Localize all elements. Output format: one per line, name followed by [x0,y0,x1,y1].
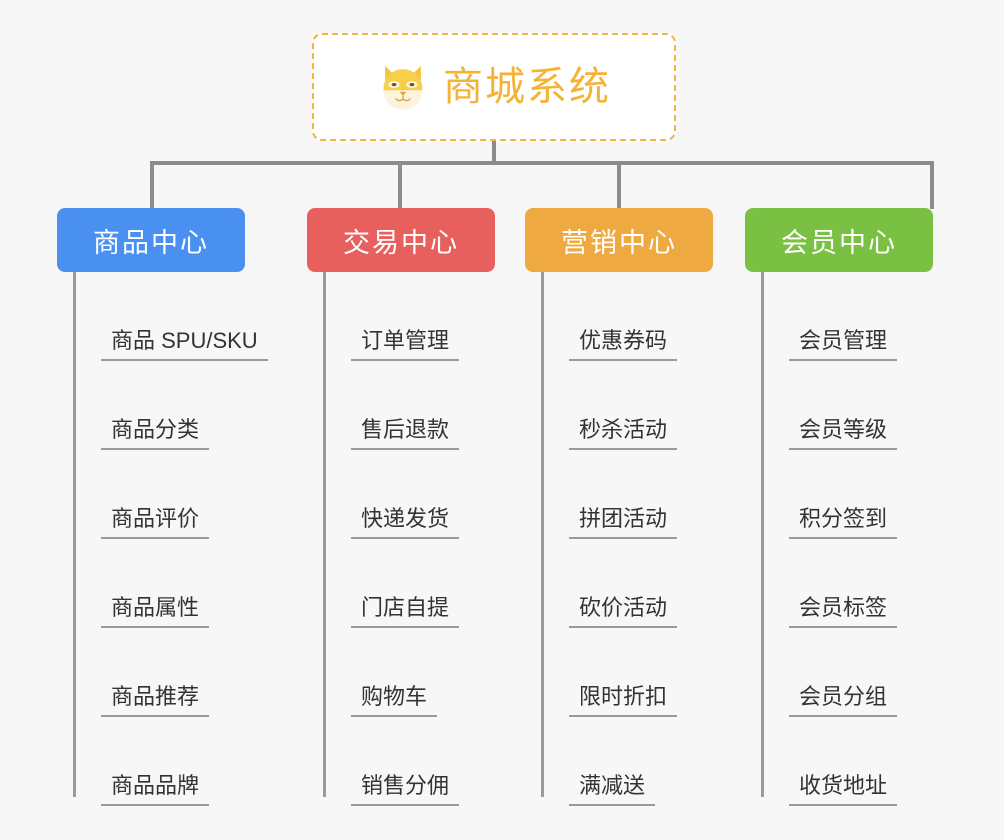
leaf-label: 门店自提 [351,595,460,628]
connector-horizontal-bus [150,161,934,165]
leaf-label: 会员等级 [789,417,898,450]
branch-trunk [541,272,544,797]
leaf-item[interactable]: 满减送 [541,717,781,806]
leaf-label: 商品属性 [101,595,210,628]
connector-drop-3 [617,161,621,209]
leaf-item[interactable]: 商品分类 [73,361,313,450]
branch-trade-center: 交易中心 订单管理 售后退款 快递发货 门店自提 购物车 销售分佣 [307,208,495,806]
leaf-list-member-center: 会员管理 会员等级 积分签到 会员标签 会员分组 收货地址 [761,272,1001,806]
leaf-item[interactable]: 商品推荐 [73,628,313,717]
leaf-label: 限时折扣 [569,684,678,717]
leaf-label: 销售分佣 [351,773,460,806]
leaf-label: 优惠券码 [569,328,678,361]
leaf-item[interactable]: 订单管理 [323,272,563,361]
branch-header-label: 会员中心 [781,227,897,258]
leaf-label: 积分签到 [789,506,898,539]
leaf-label: 会员标签 [789,595,898,628]
leaf-item[interactable]: 积分签到 [761,450,1001,539]
leaf-item[interactable]: 会员标签 [761,539,1001,628]
leaf-label: 售后退款 [351,417,460,450]
branch-header-product-center[interactable]: 商品中心 [57,208,245,272]
branch-header-label: 交易中心 [343,227,459,258]
leaf-item[interactable]: 优惠券码 [541,272,781,361]
connector-root-stem [492,141,496,165]
leaf-label: 会员管理 [789,328,898,361]
leaf-list-marketing-center: 优惠券码 秒杀活动 拼团活动 砍价活动 限时折扣 满减送 [541,272,781,806]
branch-trunk [323,272,326,797]
root-title: 商城系统 [443,65,611,109]
leaf-label: 商品品牌 [101,773,210,806]
leaf-item[interactable]: 商品属性 [73,539,313,628]
leaf-item[interactable]: 购物车 [323,628,563,717]
root-node[interactable]: 商城系统 [312,33,676,141]
connector-drop-4 [930,161,934,209]
leaf-item[interactable]: 拼团活动 [541,450,781,539]
leaf-item[interactable]: 秒杀活动 [541,361,781,450]
leaf-label: 砍价活动 [569,595,678,628]
leaf-item[interactable]: 快递发货 [323,450,563,539]
leaf-label: 商品评价 [101,506,210,539]
leaf-label: 商品分类 [101,417,210,450]
leaf-label: 会员分组 [789,684,898,717]
branch-product-center: 商品中心 商品 SPU/SKU 商品分类 商品评价 商品属性 商品推荐 商品品牌 [57,208,268,806]
leaf-label: 拼团活动 [569,506,678,539]
leaf-item[interactable]: 销售分佣 [323,717,563,806]
leaf-label: 秒杀活动 [569,417,678,450]
leaf-item[interactable]: 会员分组 [761,628,1001,717]
leaf-item[interactable]: 商品 SPU/SKU [73,272,313,361]
branch-header-trade-center[interactable]: 交易中心 [307,208,495,272]
branch-header-label: 商品中心 [93,227,209,258]
leaf-list-trade-center: 订单管理 售后退款 快递发货 门店自提 购物车 销售分佣 [323,272,563,806]
leaf-label: 订单管理 [351,328,460,361]
leaf-item[interactable]: 会员管理 [761,272,1001,361]
leaf-label: 快递发货 [351,506,460,539]
leaf-item[interactable]: 收货地址 [761,717,1001,806]
branch-member-center: 会员中心 会员管理 会员等级 积分签到 会员标签 会员分组 收货地址 [745,208,933,806]
branch-marketing-center: 营销中心 优惠券码 秒杀活动 拼团活动 砍价活动 限时折扣 满减送 [525,208,713,806]
branch-trunk [761,272,764,797]
leaf-label: 满减送 [569,773,656,806]
leaf-item[interactable]: 商品品牌 [73,717,313,806]
branch-header-label: 营销中心 [561,227,677,258]
leaf-label: 商品 SPU/SKU [101,328,268,361]
dog-face-emoji-icon [383,65,423,110]
leaf-item[interactable]: 会员等级 [761,361,1001,450]
connector-drop-2 [398,161,402,209]
leaf-label: 收货地址 [789,773,898,806]
leaf-item[interactable]: 商品评价 [73,450,313,539]
branch-trunk [73,272,76,797]
leaf-item[interactable]: 门店自提 [323,539,563,628]
branch-header-marketing-center[interactable]: 营销中心 [525,208,713,272]
leaf-item[interactable]: 砍价活动 [541,539,781,628]
leaf-label: 购物车 [351,684,438,717]
branch-header-member-center[interactable]: 会员中心 [745,208,933,272]
connector-drop-1 [150,161,154,209]
leaf-item[interactable]: 售后退款 [323,361,563,450]
leaf-list-product-center: 商品 SPU/SKU 商品分类 商品评价 商品属性 商品推荐 商品品牌 [73,272,313,806]
leaf-label: 商品推荐 [101,684,210,717]
leaf-item[interactable]: 限时折扣 [541,628,781,717]
